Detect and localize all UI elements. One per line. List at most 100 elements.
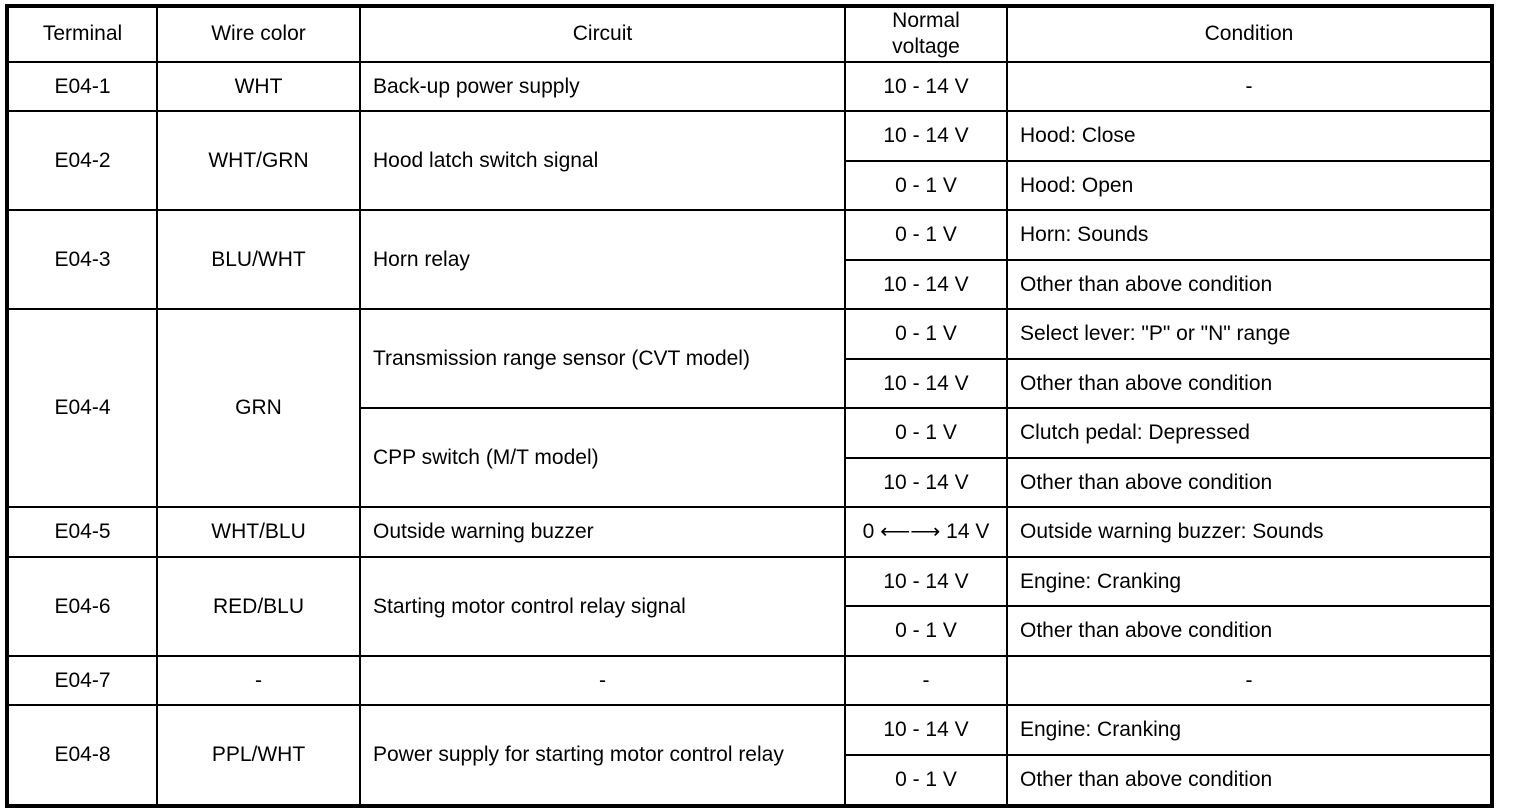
cell-wire-color: WHT bbox=[156, 60, 361, 113]
table-row: E04-7 - - - - bbox=[6, 654, 1493, 707]
voltage-value: - bbox=[922, 668, 930, 692]
cell-circuit: Outside warning buzzer bbox=[359, 506, 846, 558]
cell-normal-voltage: 0 ⟵⟶ 14 V bbox=[844, 506, 1008, 558]
circuit-value: Starting motor control relay signal bbox=[373, 594, 686, 618]
table-row: E04-1 WHT Back-up power supply 10 - 14 V - bbox=[6, 60, 1493, 113]
cell-normal-voltage: 0 - 1 V bbox=[844, 605, 1008, 657]
voltage-value: 0 - 1 V bbox=[895, 223, 957, 247]
voltage-value: 0 - 1 V bbox=[895, 421, 957, 445]
condition-value: Engine: Cranking bbox=[1020, 569, 1182, 593]
condition-value: Other than above condition bbox=[1020, 272, 1273, 296]
condition-value: - bbox=[1245, 74, 1253, 98]
cell-circuit: Hood latch switch signal bbox=[359, 110, 846, 212]
header-wire-color: Wire color bbox=[156, 5, 361, 63]
circuit-value: Power supply for starting motor control … bbox=[373, 743, 784, 767]
cell-terminal: E04-2 bbox=[6, 110, 158, 212]
voltage-value: 0 - 1 V bbox=[895, 768, 957, 792]
cell-wire-color: RED/BLU bbox=[156, 555, 361, 657]
cell-normal-voltage: 10 - 14 V bbox=[844, 456, 1008, 509]
cell-wire-color: BLU/WHT bbox=[156, 209, 361, 311]
cell-wire-color: GRN bbox=[156, 308, 361, 509]
cell-wire-color: WHT/BLU bbox=[156, 506, 361, 558]
circuit-value: Hood latch switch signal bbox=[373, 148, 599, 172]
table-header: Terminal Wire color Circuit Normal volta… bbox=[6, 5, 1493, 63]
cell-terminal: E04-5 bbox=[6, 506, 158, 558]
voltage-value: 10 - 14 V bbox=[883, 74, 969, 98]
cell-condition: Horn: Sounds bbox=[1006, 209, 1493, 261]
cell-normal-voltage: 0 - 1 V bbox=[844, 209, 1008, 261]
condition-value: Hood: Close bbox=[1020, 124, 1136, 148]
cell-normal-voltage: 10 - 14 V bbox=[844, 110, 1008, 162]
terminal-value: E04-4 bbox=[54, 396, 111, 420]
cell-condition: Select lever: "P" or "N" range bbox=[1006, 308, 1493, 360]
cell-normal-voltage: 0 - 1 V bbox=[844, 308, 1008, 360]
header-row: Terminal Wire color Circuit Normal volta… bbox=[6, 5, 1493, 63]
header-condition: Condition bbox=[1006, 5, 1493, 63]
voltage-value: 0 - 1 V bbox=[895, 619, 957, 643]
cell-normal-voltage: 10 - 14 V bbox=[844, 357, 1008, 410]
cell-circuit: - bbox=[359, 654, 846, 707]
circuit-value: Back-up power supply bbox=[373, 74, 580, 98]
wire-color-value: WHT/BLU bbox=[211, 520, 306, 544]
wire-color-value: GRN bbox=[235, 396, 282, 420]
table-row: CPP switch (M/T model) 0 - 1 V Clutch peda… bbox=[7, 407, 1493, 509]
terminal-value: E04-1 bbox=[54, 74, 111, 98]
wire-color-value: RED/BLU bbox=[212, 594, 305, 618]
wire-color-value: BLU/WHT bbox=[211, 247, 306, 271]
cell-condition: Engine: Cranking bbox=[1006, 555, 1493, 608]
terminal-value: E04-2 bbox=[54, 148, 111, 172]
terminal-value: E04-6 bbox=[54, 594, 111, 618]
voltage-value: 10 - 14 V bbox=[883, 470, 969, 494]
circuit-value: - bbox=[599, 668, 606, 692]
table-row: E04-5 WHT/BLU Outside warning buzzer 0 ⟵⟶ 1… bbox=[6, 506, 1493, 558]
cell-terminal: E04-3 bbox=[6, 209, 158, 311]
cell-terminal: E04-8 bbox=[6, 704, 158, 807]
cell-normal-voltage: 10 - 14 V bbox=[844, 60, 1008, 113]
table-row: 0 - 1 V Other than above condition bbox=[7, 605, 1493, 657]
terminal-value: E04-3 bbox=[54, 247, 111, 271]
table-row: E04-6 RED/BLU Starting motor control relay… bbox=[6, 555, 1493, 657]
cell-circuit: Transmission range sensor (CVT model) bbox=[359, 308, 846, 410]
cell-wire-color: WHT/GRN bbox=[156, 110, 361, 212]
cell-circuit: CPP switch (M/T model) bbox=[359, 407, 846, 509]
voltage-value: 0 - 1 V bbox=[895, 322, 957, 346]
condition-value: Other than above condition bbox=[1020, 470, 1273, 494]
cell-wire-color: - bbox=[156, 654, 361, 707]
voltage-value: 0 - 1 V bbox=[895, 173, 957, 197]
cell-condition: Other than above condition bbox=[1006, 357, 1493, 410]
circuit-value: Outside warning buzzer bbox=[373, 520, 594, 544]
cell-condition: Clutch pedal: Depressed bbox=[1006, 407, 1493, 459]
circuit-value: Horn relay bbox=[373, 247, 470, 271]
cell-circuit: Horn relay bbox=[359, 209, 846, 311]
cell-terminal: E04-1 bbox=[6, 60, 158, 113]
header-circuit: Circuit bbox=[359, 5, 846, 63]
cell-condition: Other than above condition bbox=[1006, 753, 1493, 808]
cell-condition: - bbox=[1006, 654, 1493, 707]
header-normal-voltage: Normal voltage bbox=[844, 5, 1008, 63]
cell-condition: Engine: Cranking bbox=[1006, 704, 1493, 756]
condition-value: Engine: Cranking bbox=[1020, 718, 1182, 742]
voltage-value: 0 ⟵⟶ 14 V bbox=[862, 520, 990, 544]
table-row: 0 - 1 V Other than above condition bbox=[7, 753, 1493, 808]
voltage-value: 10 - 14 V bbox=[883, 124, 969, 148]
cell-circuit: Starting motor control relay signal bbox=[359, 555, 846, 657]
terminal-value: E04-7 bbox=[54, 668, 111, 692]
voltage-value: 10 - 14 V bbox=[883, 718, 969, 742]
cell-normal-voltage: 0 - 1 V bbox=[844, 753, 1008, 808]
condition-value: Outside warning buzzer: Sounds bbox=[1020, 520, 1324, 544]
cell-condition: Other than above condition bbox=[1006, 605, 1493, 657]
wire-color-value: WHT/GRN bbox=[208, 148, 309, 172]
table-row: 10 - 14 V Other than above condition bbox=[7, 456, 1493, 509]
cell-wire-color: PPL/WHT bbox=[156, 704, 361, 807]
table-row: E04-4 GRN Transmission range sensor (CVT m… bbox=[6, 308, 1493, 509]
circuit-value: Transmission range sensor (CVT model) bbox=[373, 346, 750, 370]
cell-circuit: Power supply for starting motor control … bbox=[359, 704, 846, 807]
cell-terminal: E04-7 bbox=[6, 654, 158, 707]
table-row: E04-3 BLU/WHT Horn relay 0 - 1 V Horn: Sound… bbox=[6, 209, 1493, 311]
